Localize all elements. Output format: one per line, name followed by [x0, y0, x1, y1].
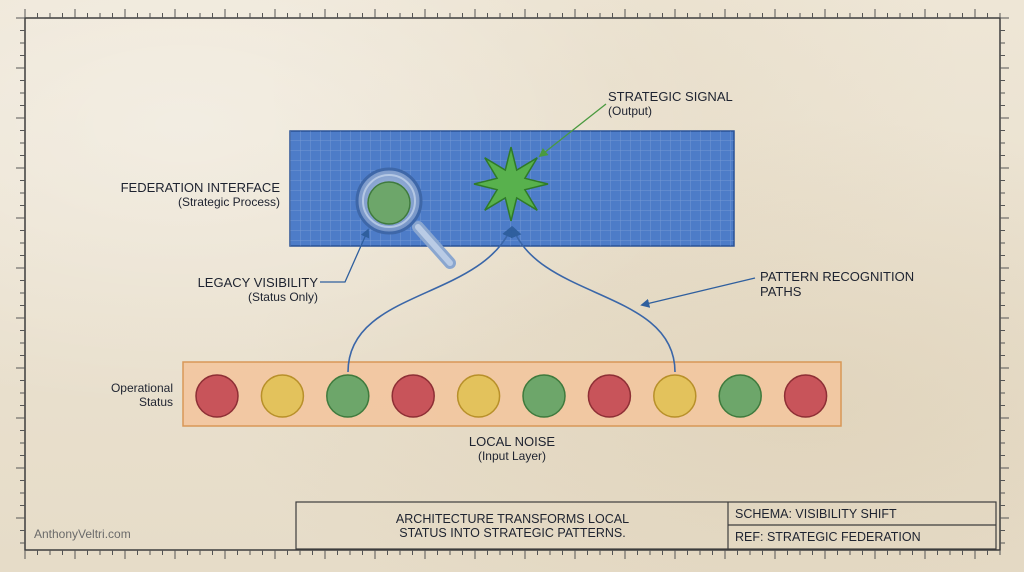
status-dot-yellow — [653, 374, 697, 418]
legacy-status-dot — [367, 181, 411, 225]
caption-line2: STATUS INTO STRATEGIC PATTERNS. — [399, 526, 626, 541]
pattern-recognition-line1: PATTERN RECOGNITION — [760, 269, 915, 284]
magnifier-icon — [355, 167, 456, 269]
status-dot-green — [718, 374, 762, 418]
local-noise-sub: (Input Layer) — [477, 448, 547, 463]
status-dot-red — [195, 374, 239, 418]
strategic-signal-leader — [538, 103, 607, 158]
local-noise-title: LOCAL NOISE — [468, 434, 556, 449]
status-dot-yellow — [260, 374, 305, 418]
pattern-recognition-line2: PATHS — [760, 283, 802, 299]
operational-status-line2: Status — [138, 394, 173, 409]
operational-status-label: Operational Status — [80, 381, 173, 410]
status-dot-yellow — [456, 374, 501, 418]
federation-interface-sub: (Strategic Process) — [177, 194, 280, 209]
status-dot-green — [326, 374, 370, 418]
pattern-path-right — [510, 225, 676, 373]
schema-label: SCHEMA: VISIBILITY SHIFT — [735, 507, 897, 521]
status-dot-red — [391, 374, 435, 418]
status-dot-green — [522, 374, 566, 418]
strategic-signal-label: STRATEGIC SIGNAL (Output) — [608, 89, 733, 119]
credit-text: AnthonyVeltri.com — [34, 527, 131, 541]
pattern-recognition-label: PATTERN RECOGNITION PATHS — [760, 269, 915, 300]
title-block-caption: ARCHITECTURE TRANSFORMS LOCAL STATUS INT… — [300, 512, 725, 541]
status-dots — [195, 374, 828, 418]
ruler-ticks — [16, 9, 1009, 559]
status-dot-red — [783, 374, 828, 418]
legacy-visibility-leader — [320, 228, 370, 283]
federation-interface-label: FEDERATION INTERFACE (Strategic Process) — [100, 180, 280, 210]
status-dot-red — [587, 374, 632, 418]
pattern-path-left — [347, 225, 513, 373]
strategic-signal-sub: (Output) — [608, 103, 653, 118]
federation-interface-title: FEDERATION INTERFACE — [120, 180, 280, 195]
strategic-signal-title: STRATEGIC SIGNAL — [608, 89, 733, 104]
local-noise-label: LOCAL NOISE (Input Layer) — [432, 434, 592, 464]
pattern-recognition-leader — [640, 277, 756, 308]
caption-line1: ARCHITECTURE TRANSFORMS LOCAL — [395, 512, 630, 526]
legacy-visibility-title: LEGACY VISIBILITY — [197, 275, 318, 290]
strategic-signal-star-icon — [473, 146, 549, 222]
title-block — [295, 501, 997, 550]
ref-label: REF: STRATEGIC FEDERATION — [735, 530, 921, 544]
legacy-visibility-sub: (Status Only) — [247, 289, 318, 304]
operational-status-line1: Operational — [110, 381, 173, 395]
legacy-visibility-label: LEGACY VISIBILITY (Status Only) — [140, 275, 318, 305]
